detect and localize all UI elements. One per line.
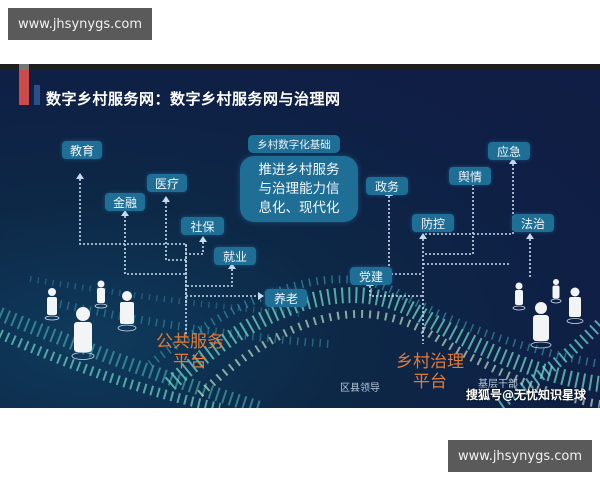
node-social-security: 社保 (181, 217, 224, 235)
person-icons-right (512, 279, 584, 349)
caption-county-leaders: 区县领导 (340, 383, 380, 394)
caption-grassroots-cadres: 基层干部 (478, 379, 518, 390)
node-education: 教育 (62, 141, 102, 159)
poster-title: 数字乡村服务网：数字乡村服务网与治理网 (46, 90, 341, 108)
basis-box: 推进乡村服务 与治理能力信 息化、现代化 (240, 156, 358, 222)
watermark-bottom: www.jhsynygs.com (448, 440, 592, 472)
title-accent-cap (19, 64, 29, 70)
node-government-affairs: 政务 (366, 177, 408, 195)
person-icons-left (44, 280, 137, 360)
node-prevention-control: 防控 (412, 214, 454, 232)
poster-top-strip (0, 64, 600, 70)
platform-line: 乡村治理 (396, 352, 464, 372)
node-medical: 医疗 (147, 174, 187, 192)
watermark-top: www.jhsynygs.com (8, 8, 152, 40)
public-service-platform: 公共服务 平台 (148, 332, 232, 372)
dot-wave-left (0, 276, 331, 408)
platform-line: 公共服务 (156, 332, 224, 352)
basis-label: 乡村数字化基础 (248, 135, 340, 153)
node-finance: 金融 (105, 193, 145, 211)
node-emergency: 应急 (488, 142, 530, 160)
node-party-building: 党建 (350, 267, 392, 285)
title-accent-blue (34, 85, 40, 105)
basis-line: 与治理能力信 (258, 180, 340, 197)
title-accent-red (19, 67, 29, 105)
governance-platform: 乡村治理 平台 (388, 352, 472, 392)
basis-line: 推进乡村服务 (258, 161, 340, 178)
basis-line: 息化、现代化 (258, 199, 340, 216)
node-public-opinion: 舆情 (449, 167, 491, 185)
node-rule-of-law: 法治 (512, 214, 554, 232)
dot-wave-right (147, 275, 600, 408)
node-elderly-care: 养老 (265, 289, 307, 307)
node-employment: 就业 (214, 247, 256, 265)
connector-lines (0, 158, 600, 408)
platform-line: 平台 (173, 352, 207, 372)
source-credit: 搜狐号@无忧知识星球 (466, 388, 587, 402)
poster-image: 数字乡村服务网：数字乡村服务网与治理网 (0, 64, 600, 408)
platform-line: 平台 (413, 372, 447, 392)
